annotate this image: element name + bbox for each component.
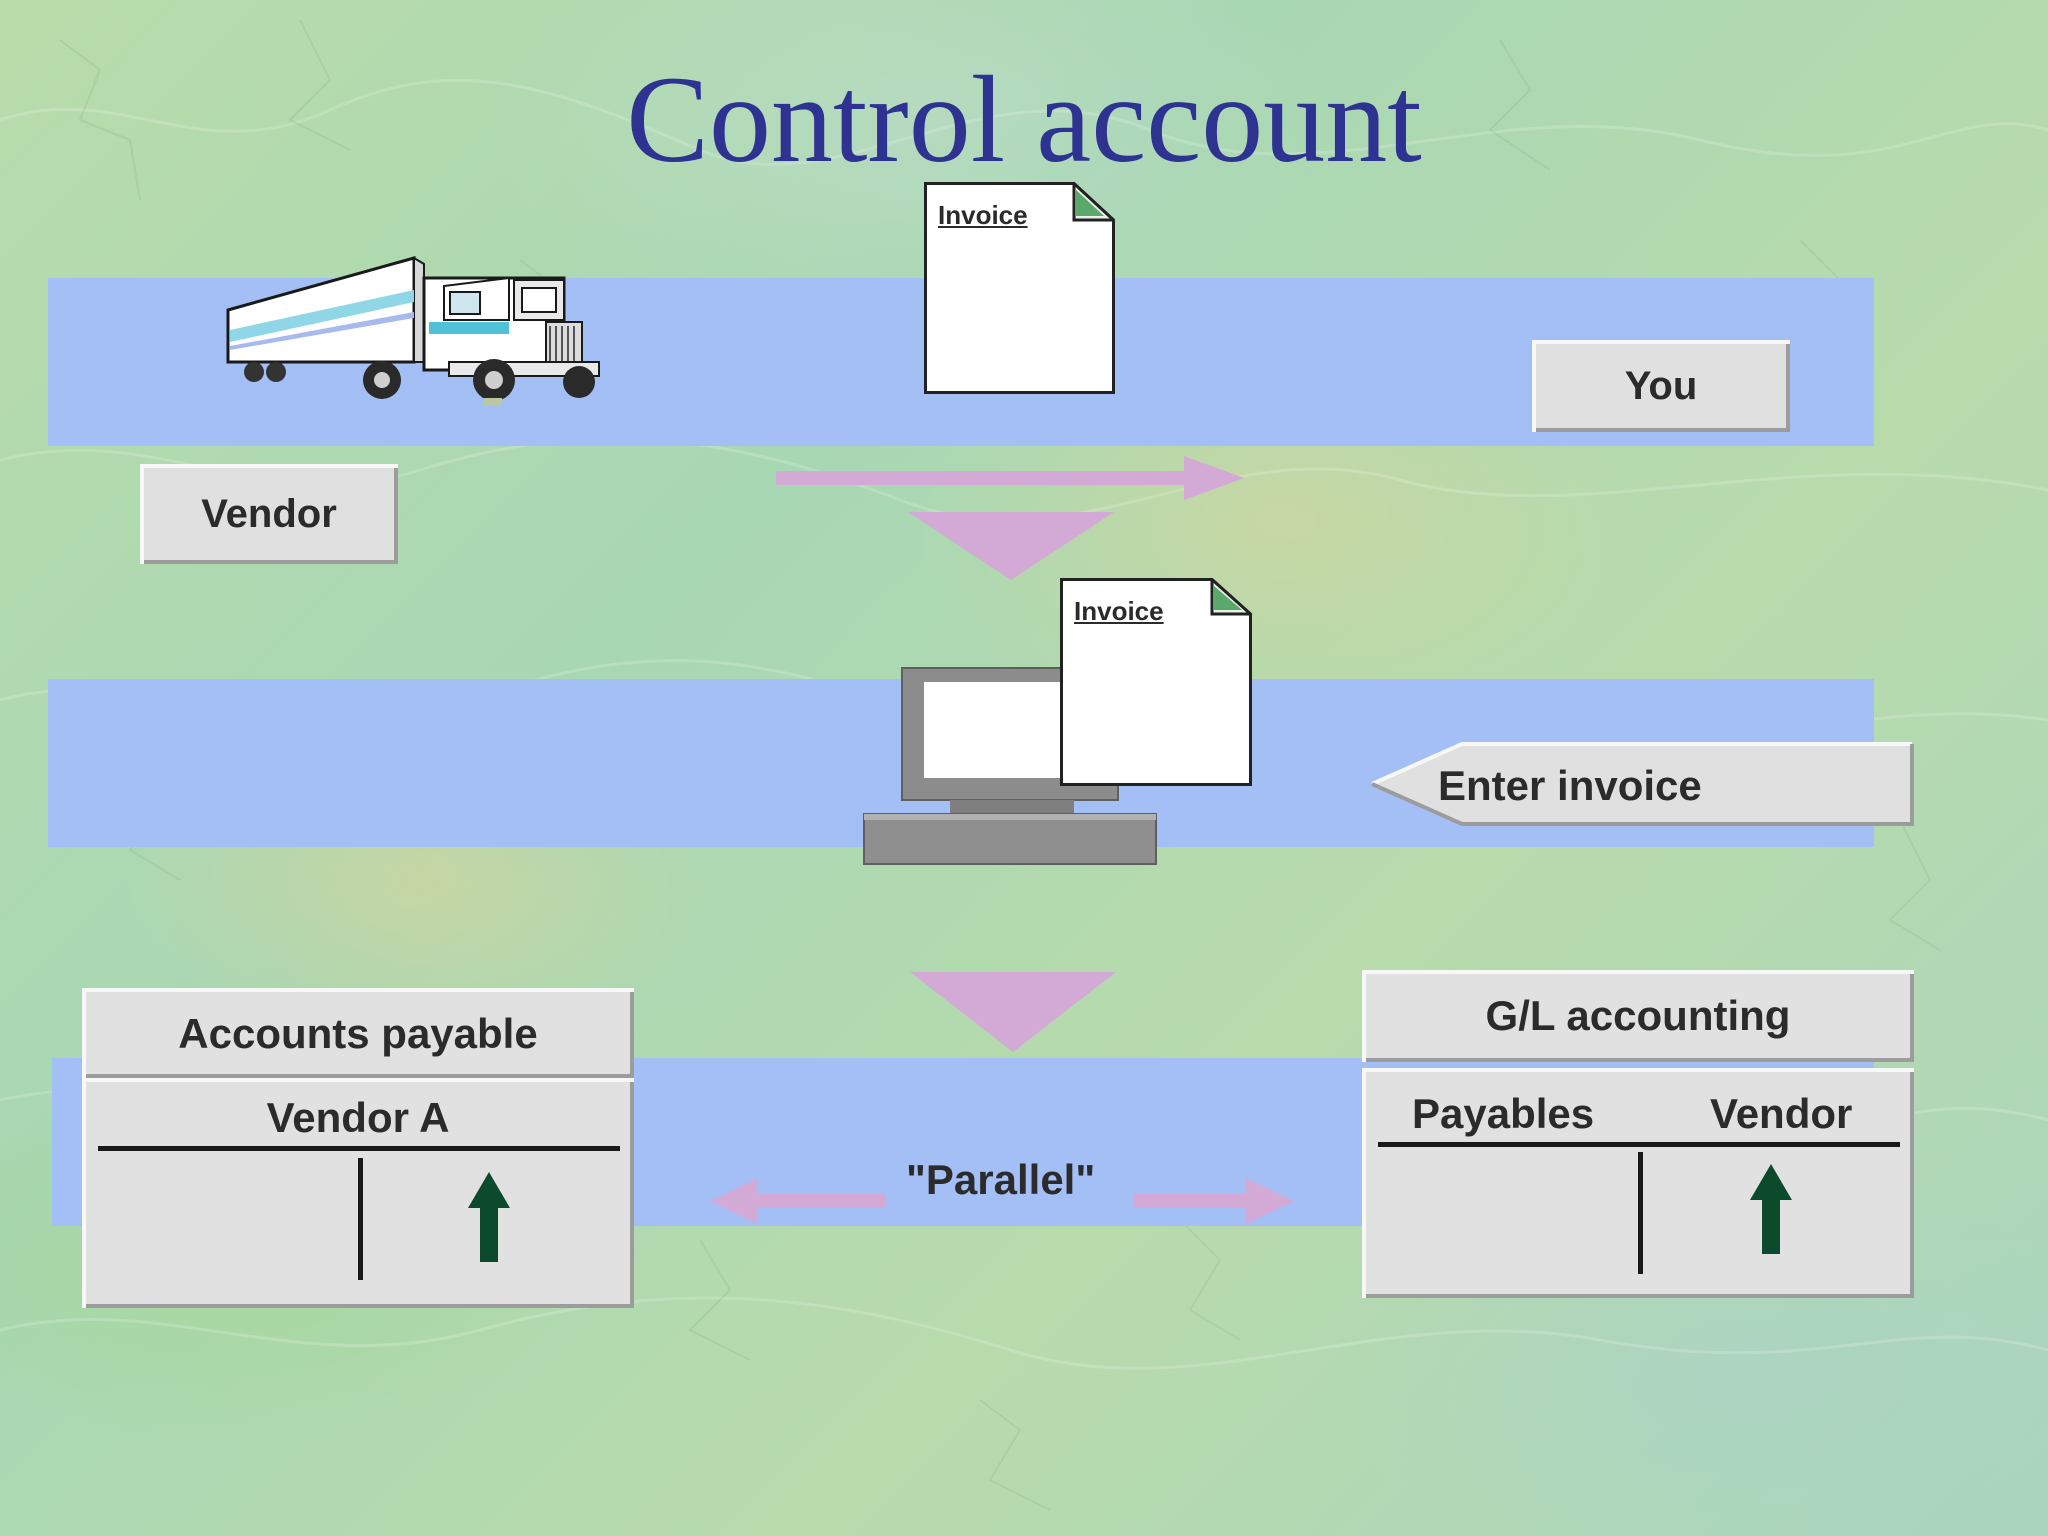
payables-column-label: Payables bbox=[1412, 1090, 1595, 1137]
accounts-payable-header: Accounts payable bbox=[82, 988, 634, 1078]
down-arrow-icon bbox=[908, 512, 1114, 580]
invoice-label: Invoice bbox=[938, 200, 1028, 230]
you-box: You bbox=[1532, 340, 1790, 432]
vendor-column-label: Vendor bbox=[1710, 1090, 1853, 1137]
t-account-horizontal-line bbox=[98, 1146, 620, 1151]
invoice-document-computer: Invoice bbox=[1060, 578, 1252, 786]
t-account-vertical-line bbox=[358, 1158, 363, 1280]
vendor-a-account-label: Vendor A bbox=[266, 1094, 450, 1141]
accounts-payable-t-account: Vendor A bbox=[82, 1078, 634, 1308]
gl-accounting-title: G/L accounting bbox=[1485, 992, 1791, 1039]
truck-icon bbox=[226, 256, 600, 406]
down-arrow-icon bbox=[910, 972, 1116, 1052]
accounts-payable-title: Accounts payable bbox=[178, 1010, 538, 1057]
increase-arrow-icon bbox=[1750, 1164, 1792, 1254]
left-arrow-icon bbox=[710, 1178, 886, 1224]
enter-invoice-callout: Enter invoice bbox=[1370, 742, 1914, 826]
t-account-horizontal-line bbox=[1378, 1142, 1900, 1147]
parallel-label: "Parallel" bbox=[906, 1156, 1096, 1203]
right-arrow-icon bbox=[776, 456, 1244, 500]
vendor-box: Vendor bbox=[140, 464, 398, 564]
right-arrow-icon bbox=[1134, 1178, 1294, 1224]
enter-invoice-label: Enter invoice bbox=[1438, 762, 1702, 809]
t-account-vertical-line bbox=[1638, 1152, 1643, 1274]
gl-accounting-header: G/L accounting bbox=[1362, 970, 1914, 1062]
invoice-label: Invoice bbox=[1074, 596, 1164, 626]
invoice-document-top: Invoice bbox=[924, 182, 1115, 394]
increase-arrow-icon bbox=[468, 1172, 510, 1262]
gl-accounting-t-account: Payables Vendor bbox=[1362, 1068, 1914, 1298]
page-title: Control account bbox=[626, 51, 1422, 188]
